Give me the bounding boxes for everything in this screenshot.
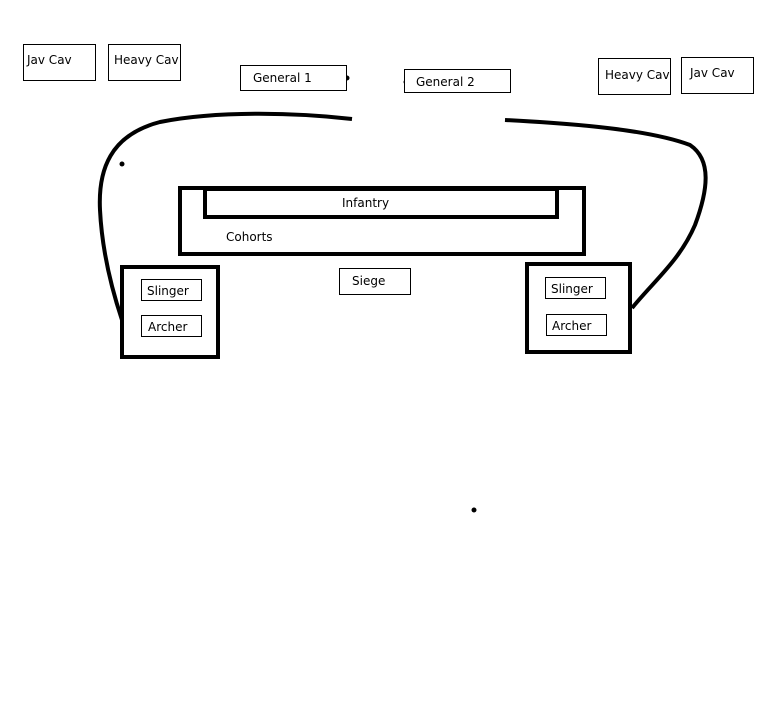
general-1-label: General 1 <box>253 71 312 85</box>
right-slinger-label: Slinger <box>551 282 593 296</box>
heavy-cav-left-box: Heavy Cav <box>108 44 181 81</box>
general-2-label: General 2 <box>416 75 475 89</box>
general-1-box: General 1 <box>240 65 347 91</box>
dot-marker <box>119 161 125 167</box>
left-missile-group <box>120 265 220 359</box>
jav-cav-right-box: Jav Cav <box>681 57 754 94</box>
infantry-box <box>203 187 559 219</box>
cohorts-label: Cohorts <box>226 230 273 244</box>
siege-box: Siege <box>339 268 411 295</box>
left-archer-box: Archer <box>141 315 202 337</box>
right-flank-curve <box>504 118 708 310</box>
left-flank-curve <box>97 111 353 321</box>
left-slinger-label: Slinger <box>147 284 189 298</box>
heavy-cav-right-box: Heavy Cav <box>598 58 671 95</box>
jav-cav-left-label: Jav Cav <box>27 53 72 67</box>
right-archer-box: Archer <box>546 314 607 336</box>
infantry-label: Infantry <box>342 196 390 210</box>
heavy-cav-left-label: Heavy Cav <box>114 53 179 67</box>
jav-cav-left-box: Jav Cav <box>23 44 96 81</box>
right-archer-label: Archer <box>552 319 592 333</box>
left-archer-label: Archer <box>148 320 188 334</box>
right-slinger-box: Slinger <box>545 277 606 299</box>
right-missile-group <box>525 262 632 354</box>
siege-label: Siege <box>352 274 386 288</box>
heavy-cav-right-label: Heavy Cav <box>605 68 670 82</box>
jav-cav-right-label: Jav Cav <box>690 66 735 80</box>
left-slinger-box: Slinger <box>141 279 202 301</box>
dot-marker <box>471 507 477 513</box>
general-2-box: General 2 <box>404 69 511 93</box>
